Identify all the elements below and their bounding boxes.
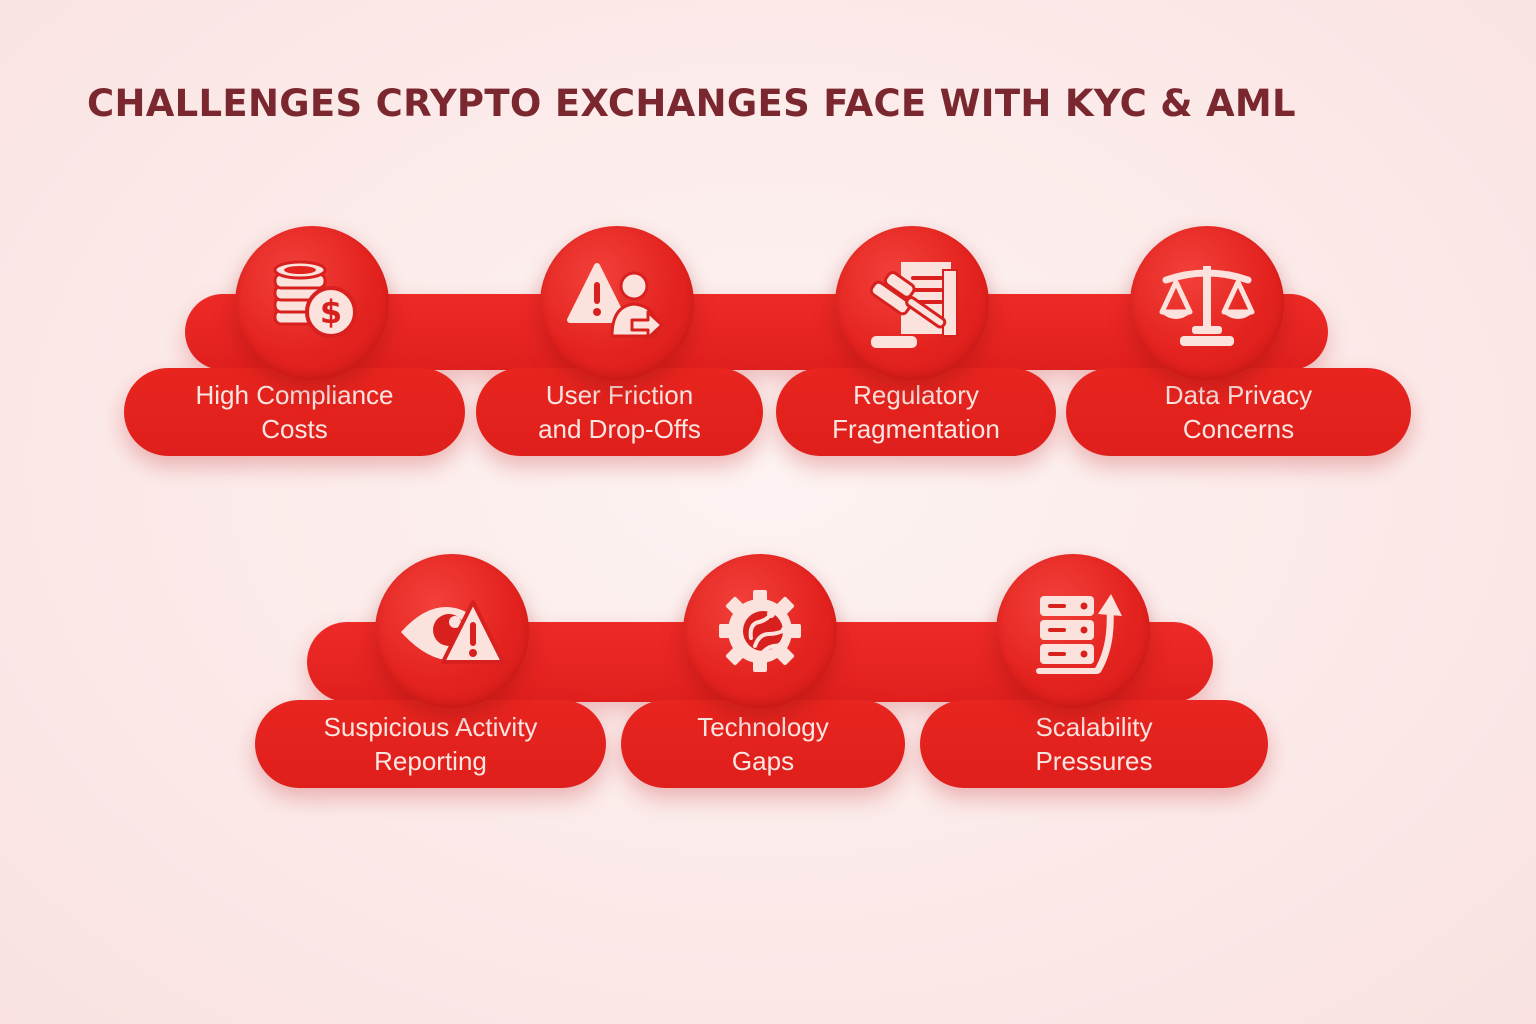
eye-warning-icon [401,600,505,664]
challenge-icon-circle-high-compliance-costs: $ [235,226,389,380]
challenge-icon-circle-user-friction [540,226,694,380]
label-line-1: Regulatory [853,380,979,410]
label-line-2: Pressures [1035,746,1153,776]
challenge-label-user-friction: User Friction and Drop-Offs [476,368,763,456]
label-line-2: Fragmentation [832,414,1000,444]
warning-user-exit-icon [567,263,664,340]
label-line-1: Scalability [1035,712,1153,742]
label-line-1: High Compliance [195,380,394,410]
challenge-label-technology-gaps: Technology Gaps [621,700,905,788]
challenge-icon-circle-scalability [996,554,1150,708]
challenge-label-regulatory-fragmentation: Regulatory Fragmentation [776,368,1056,456]
scales-icon [1159,266,1255,346]
label-line-2: Reporting [374,746,487,776]
challenge-label-data-privacy: Data Privacy Concerns [1066,368,1411,456]
label-line-2: Gaps [731,746,795,776]
gear-circuit-icon [719,590,801,672]
label-line-2: and Drop-Offs [538,414,701,444]
challenge-icon-circle-data-privacy [1130,226,1284,380]
challenge-label-suspicious-activity: Suspicious Activity Reporting [255,700,606,788]
label-line-1: Suspicious Activity [323,712,538,742]
gavel-document-icon [869,262,958,348]
challenge-label-scalability: Scalability Pressures [920,700,1268,788]
label-line-1: User Friction [545,380,694,410]
challenge-icon-circle-technology-gaps [683,554,837,708]
page-title: CHALLENGES CRYPTO EXCHANGES FACE WITH KY… [87,82,1296,125]
label-line-2: Concerns [1182,414,1295,444]
server-growth-icon [1036,594,1122,674]
challenge-icon-circle-suspicious-activity [375,554,529,708]
challenge-label-high-compliance-costs: High Compliance Costs [124,368,465,456]
coins-dollar-icon: $ [273,260,357,338]
svg-text:$: $ [320,293,342,331]
label-line-1: Technology [697,712,829,742]
challenge-icon-circle-regulatory-fragmentation [835,226,989,380]
label-line-2: Costs [261,414,328,444]
label-line-1: Data Privacy [1164,380,1313,410]
